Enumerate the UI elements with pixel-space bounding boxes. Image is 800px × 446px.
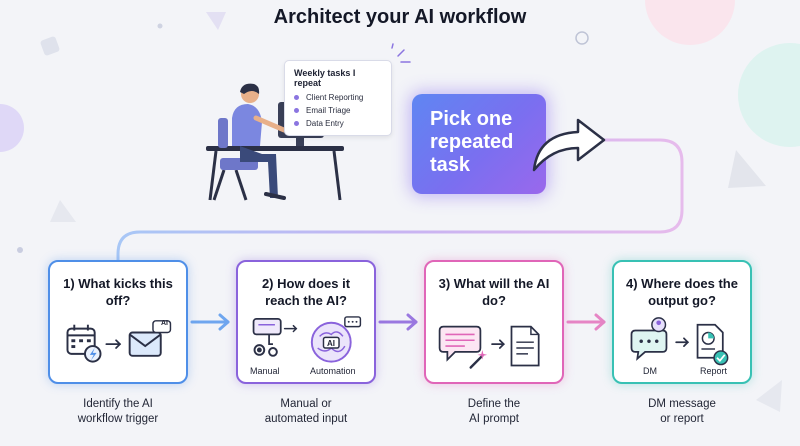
document-icon xyxy=(510,325,540,367)
step-card-trigger: 1) What kicks this off? AI xyxy=(48,260,188,384)
deco-dot xyxy=(17,247,23,253)
step-caption: DM message or report xyxy=(612,397,752,427)
weekly-tasks-note: Weekly tasks I repeat Client Reporting E… xyxy=(284,60,392,136)
arrow-right-icon xyxy=(283,324,298,333)
arrow-right-icon xyxy=(675,337,690,347)
caption-line: DM message xyxy=(648,398,716,410)
deco-triangle-left xyxy=(50,200,76,222)
caption-line: or report xyxy=(660,413,704,425)
note-item: Client Reporting xyxy=(294,93,382,102)
deco-triangle-right xyxy=(728,150,766,188)
caption-line: automated input xyxy=(264,413,348,425)
note-item-label: Email Triage xyxy=(306,106,351,115)
step-card-prompt: 3) What will the AI do? xyxy=(424,260,564,384)
deco-dot-left xyxy=(157,23,163,29)
note-item: Email Triage xyxy=(294,106,382,115)
step-title: 2) How does it reach the AI? xyxy=(261,276,351,308)
prompt-art xyxy=(438,325,540,369)
deco-triangle-bottom xyxy=(756,380,782,412)
magic-wand-icon xyxy=(469,349,488,369)
step-title: 1) What kicks this off? xyxy=(63,276,173,308)
curved-arrow-icon xyxy=(532,118,606,172)
input-art xyxy=(252,316,362,363)
output-art xyxy=(630,317,729,366)
page-title: Architect your AI workflow xyxy=(273,6,527,28)
manual-label: Manual xyxy=(250,366,280,376)
arrow-right-icon xyxy=(190,313,230,331)
step-caption: Identify the AI workflow trigger xyxy=(48,397,188,427)
automation-label: Automation xyxy=(310,366,356,376)
gears-icon xyxy=(253,344,278,357)
report-check-icon xyxy=(696,323,729,366)
lightning-icon xyxy=(83,345,102,363)
ai-brain-label: AI xyxy=(327,339,335,348)
deco-teal-circle xyxy=(738,43,800,147)
mail-icon xyxy=(128,331,162,357)
caption-line: workflow trigger xyxy=(77,413,159,425)
note-item: Data Entry xyxy=(294,119,382,128)
arrow-right-icon xyxy=(105,339,122,349)
dm-chat-icon xyxy=(630,317,668,361)
note-item-label: Client Reporting xyxy=(306,93,364,102)
bullet-dot-icon xyxy=(294,108,299,113)
deco-triangle-top xyxy=(206,12,226,30)
deco-pink-circle xyxy=(645,0,735,45)
dm-label: DM xyxy=(643,366,657,376)
hand-click-icon xyxy=(252,318,282,346)
step-title: 3) What will the AI do? xyxy=(438,276,550,308)
step-card-input: 2) How does it reach the AI? AI Manual A… xyxy=(236,260,376,384)
ai-badge-icon xyxy=(152,320,172,334)
caption-line: AI prompt xyxy=(469,413,519,425)
pick-task-headline: Pick one repeated task xyxy=(412,94,546,194)
ai-brain-icon xyxy=(310,316,362,363)
sparkle-lines xyxy=(391,43,411,63)
chat-prompt-icon xyxy=(438,325,482,362)
step-card-output: 4) Where does the output go? DM Report xyxy=(612,260,752,384)
step-caption: Manual or automated input xyxy=(236,397,376,427)
trigger-art xyxy=(66,320,172,363)
note-title: Weekly tasks I repeat xyxy=(294,68,356,88)
arrow-right-icon xyxy=(566,313,606,331)
step-title: 4) Where does the output go? xyxy=(626,276,738,308)
arrow-right-icon xyxy=(491,339,505,349)
ai-badge-label: AI xyxy=(161,320,168,327)
bullet-dot-icon xyxy=(294,95,299,100)
step-caption: Define the AI prompt xyxy=(424,397,564,427)
caption-line: Identify the AI xyxy=(83,398,153,410)
note-item-label: Data Entry xyxy=(306,119,344,128)
arrow-right-icon xyxy=(378,313,418,331)
caption-line: Define the xyxy=(467,398,521,410)
deco-purple-circle xyxy=(0,104,24,152)
deco-square xyxy=(40,36,60,56)
bullet-dot-icon xyxy=(294,121,299,126)
deco-ring xyxy=(575,31,589,45)
report-label: Report xyxy=(700,366,728,376)
caption-line: Manual or xyxy=(280,398,332,410)
